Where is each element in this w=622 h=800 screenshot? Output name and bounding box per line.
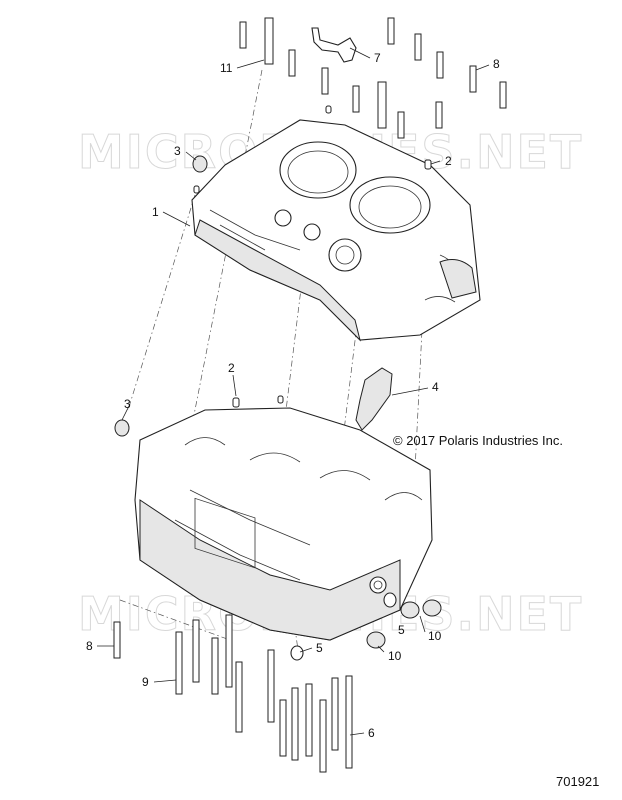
callout-5-left: 5 [316,641,323,655]
leader-lines [97,47,490,736]
dowel-upper [424,159,432,170]
nuts [366,599,442,649]
callout-10-right: 10 [428,629,442,643]
upper-bolts [239,17,507,139]
callout-1: 1 [152,205,159,219]
plug-lower [114,419,130,437]
callout-8-lower: 8 [86,639,93,653]
callout-11: 11 [220,61,233,75]
dowel-lower [232,397,240,408]
callout-5-right: 5 [398,623,405,637]
dowel-small-2 [277,395,284,404]
callout-6: 6 [368,726,375,740]
callout-4: 4 [432,380,439,394]
callout-3-lower: 3 [124,397,131,411]
callout-9: 9 [142,675,149,689]
figure-number: 701921 [556,774,599,789]
callout-3-upper: 3 [174,144,181,158]
callout-2-lower: 2 [228,361,235,375]
callout-8-upper: 8 [493,57,500,71]
bracket-part [311,27,357,63]
callout-2-upper: 2 [445,154,452,168]
dowel-small-3 [325,105,332,114]
plug-upper [192,155,208,173]
copyright-notice: © 2017 Polaris Industries Inc. [393,433,563,448]
callout-labels: 1 2 2 3 3 4 5 5 6 7 8 8 9 10 10 11 [86,51,500,740]
dowel-small [193,185,200,194]
upper-crankcase [191,119,481,342]
bearing-cap-part [355,367,393,431]
callout-10-lower: 10 [388,649,402,663]
lower-crankcase [134,407,433,641]
lower-bolts [113,592,397,773]
callout-7: 7 [374,51,381,65]
